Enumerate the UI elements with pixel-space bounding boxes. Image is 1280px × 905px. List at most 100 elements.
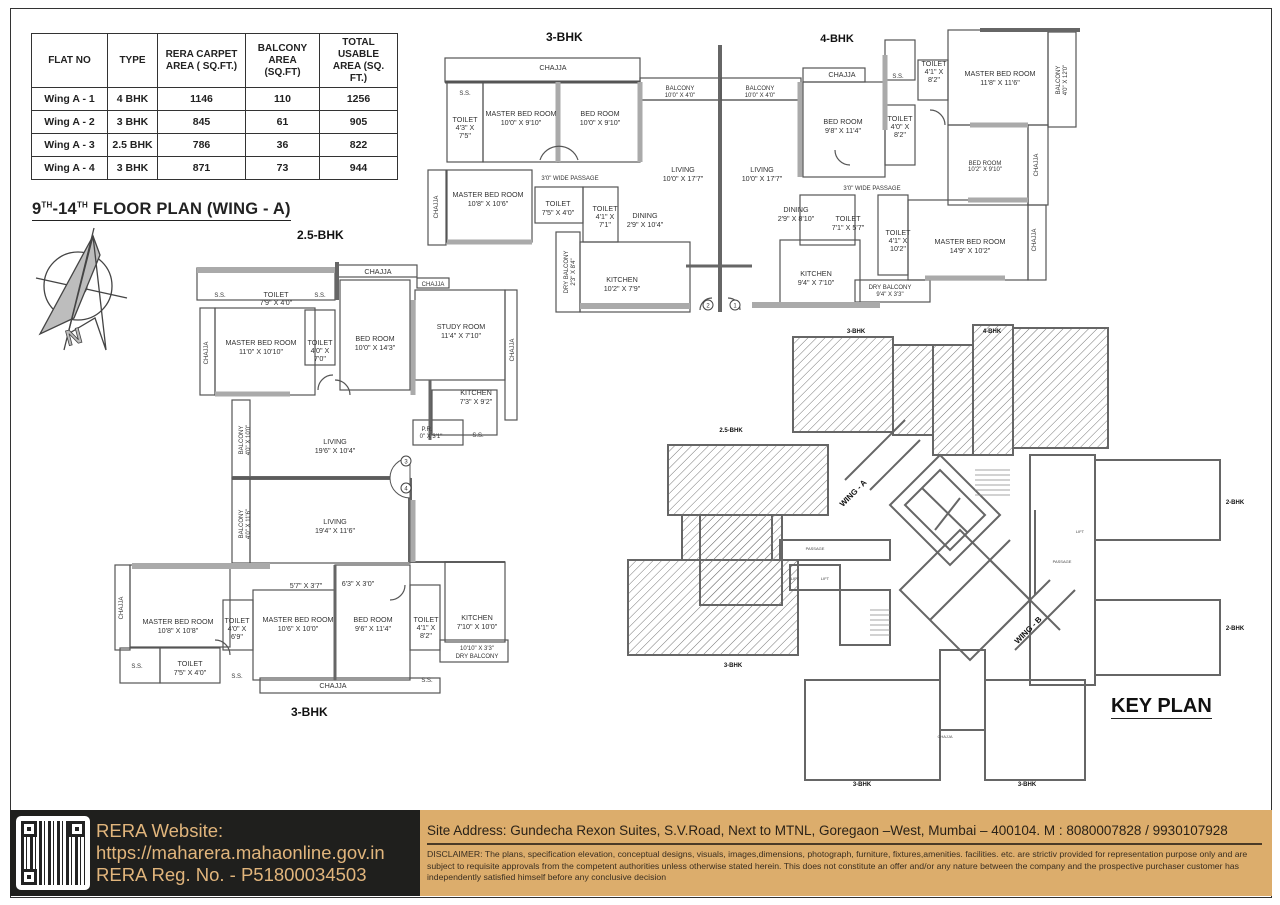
room-dim: 4'0" X [228,624,247,633]
title-floor-to: 14 [58,200,77,218]
table-row: Wing A - 2 3 BHK 845 61 905 [31,110,398,134]
room-dim: 10'2" X 7'9" [604,284,641,293]
room-label: LIVING [323,517,347,526]
room-dim: 19'6" X 10'4" [315,446,356,455]
rera-website-link[interactable]: https://maharera.mahaonline.gov.in [96,842,385,863]
key-plan-drawing: 3-BHK 4-BHK 2.5-BHK 2-BHK 2-BHK 3-BHK 3-… [627,324,1245,788]
room-dim: 6'3" X 3'0" [342,579,375,588]
cell-balcony: 61 [245,110,320,134]
room-dim: 10'6" X 10'0" [278,624,319,633]
room-dim: 4'0" X 10'0" [246,425,252,456]
room-label: 3'0" WIDE PASSAGE [541,176,598,182]
qr-code-icon[interactable] [16,816,90,890]
title-floor-from: 9 [32,200,42,218]
disclaimer-text: DISCLAIMER: The plans, specification ele… [427,849,1248,882]
room-label: MASTER BED ROOM [262,615,333,624]
room-label: DRY BALCONY [456,654,499,660]
key-unit-tag: 3-BHK [847,329,866,335]
room-dim: 10'8" X 10'6" [468,199,509,208]
unit-3bhk-bottom [114,477,509,694]
room-dim: 9'4" X 3'3" [876,292,903,298]
room-dim: 6'9" [231,632,243,641]
room-dim: 7'0" [314,354,326,363]
col-type: TYPE [107,33,158,88]
table-header-row: FLAT NO TYPE RERA CARPET AREA ( SQ.FT.) … [31,33,398,88]
room-dim: 7'5" X 4'0" [542,208,575,217]
room-label: BED ROOM [355,334,394,343]
room-dim: 7'1" X 5'7" [832,223,865,232]
room-dim: 10'0" X 14'3" [355,343,396,352]
rera-info: RERA Website: https://maharera.mahaonlin… [96,820,385,886]
key-label: LIFT [1076,529,1085,534]
room-label: MASTER BED ROOM [485,109,556,118]
room-label: TOILET [921,59,947,68]
site-address: Site Address: Gundecha Rexon Suites, S.V… [427,823,1262,845]
room-label: P.R. [422,427,433,433]
room-label: TOILET [885,228,911,237]
cell-flat-no: Wing A - 3 [31,133,108,157]
room-label: S.S. [459,91,471,97]
room-dim: 9'6" X 11'4" [355,624,392,633]
cell-total: 905 [319,110,398,134]
room-dim: 9'4" X 7'10" [798,278,835,287]
room-label: MASTER BED ROOM [142,617,213,626]
footer-rera-panel: RERA Website: https://maharera.mahaonlin… [10,810,420,896]
room-label: KITCHEN [461,613,493,622]
cell-type: 3 BHK [107,110,158,134]
area-statement-table: FLAT NO TYPE RERA CARPET AREA ( SQ.FT.) … [31,33,398,180]
key-unit-tag: 4-BHK [983,329,1002,335]
room-label: DINING [632,211,658,220]
room-label: S.S. [472,433,484,439]
room-dim: 4'3" X [456,123,475,132]
room-dim: 2'9" X 8'10" [778,214,815,223]
svg-text:3: 3 [404,460,408,466]
room-label: S.S. [421,678,433,684]
room-dim: 10'2" [890,244,906,253]
room-label: MASTER BED ROOM [964,69,1035,78]
key-plan-title: KEY PLAN [1111,695,1212,719]
key-unit-tag: 3-BHK [724,663,743,669]
room-dim: 4'1" X [417,623,436,632]
svg-text:1: 1 [733,304,737,310]
room-dim: 7'3" X 9'2" [460,397,493,406]
room-label: MASTER BED ROOM [225,338,296,347]
cell-type: 3 BHK [107,156,158,180]
room-label: TOILET [452,115,478,124]
key-unit-tag: 2-BHK [1226,626,1245,632]
table-row: Wing A - 1 4 BHK 1146 110 1256 [31,87,398,111]
room-label: CHAJJA [319,681,346,690]
room-dim: 10'0" X 9'10" [501,118,542,127]
cell-balcony: 110 [245,87,320,111]
north-compass-icon: N [35,227,128,351]
key-label: LIFT [791,576,800,581]
room-label: MASTER BED ROOM [934,237,1005,246]
unit-tag-3bhk-top: 3-BHK [536,28,593,46]
room-label: TOILET [177,659,203,668]
room-dim: 4'1" X [596,212,615,221]
cell-carpet: 871 [157,156,246,180]
room-label: LIVING [671,165,695,174]
room-label: TOILET [263,290,289,299]
room-dim: 10'10" X 3'3" [460,646,494,652]
room-label: DRY BALCONY [869,285,912,291]
room-label: CHAJJA [828,70,855,79]
room-label: TOILET [592,204,618,213]
room-dim: 19'4" X 11'6" [315,526,356,535]
room-dim: 4'0" X [311,346,330,355]
room-label: S.S. [131,664,143,670]
floor-plan-title: 9TH-14TH FLOOR PLAN (WING - A) [32,200,291,221]
room-label: KITCHEN [460,388,492,397]
room-label: TOILET [224,616,250,625]
room-label: S.S. [231,674,243,680]
room-label: S.S. [892,74,904,80]
room-label: BED ROOM [353,615,392,624]
room-dim: 8'2" [928,75,940,84]
room-label: CHAJJA [1032,229,1038,252]
room-label: CHAJJA [434,196,440,219]
room-dim: 11'0" X 10'10" [239,347,284,356]
room-dim: 8'2" [894,130,906,139]
room-label: BALCONY [746,86,775,92]
room-dim: 10'0" X 4'0" [665,93,696,99]
rera-reg-number: RERA Reg. No. - P51800034503 [96,864,367,885]
rera-website-label: RERA Website: [96,820,224,841]
